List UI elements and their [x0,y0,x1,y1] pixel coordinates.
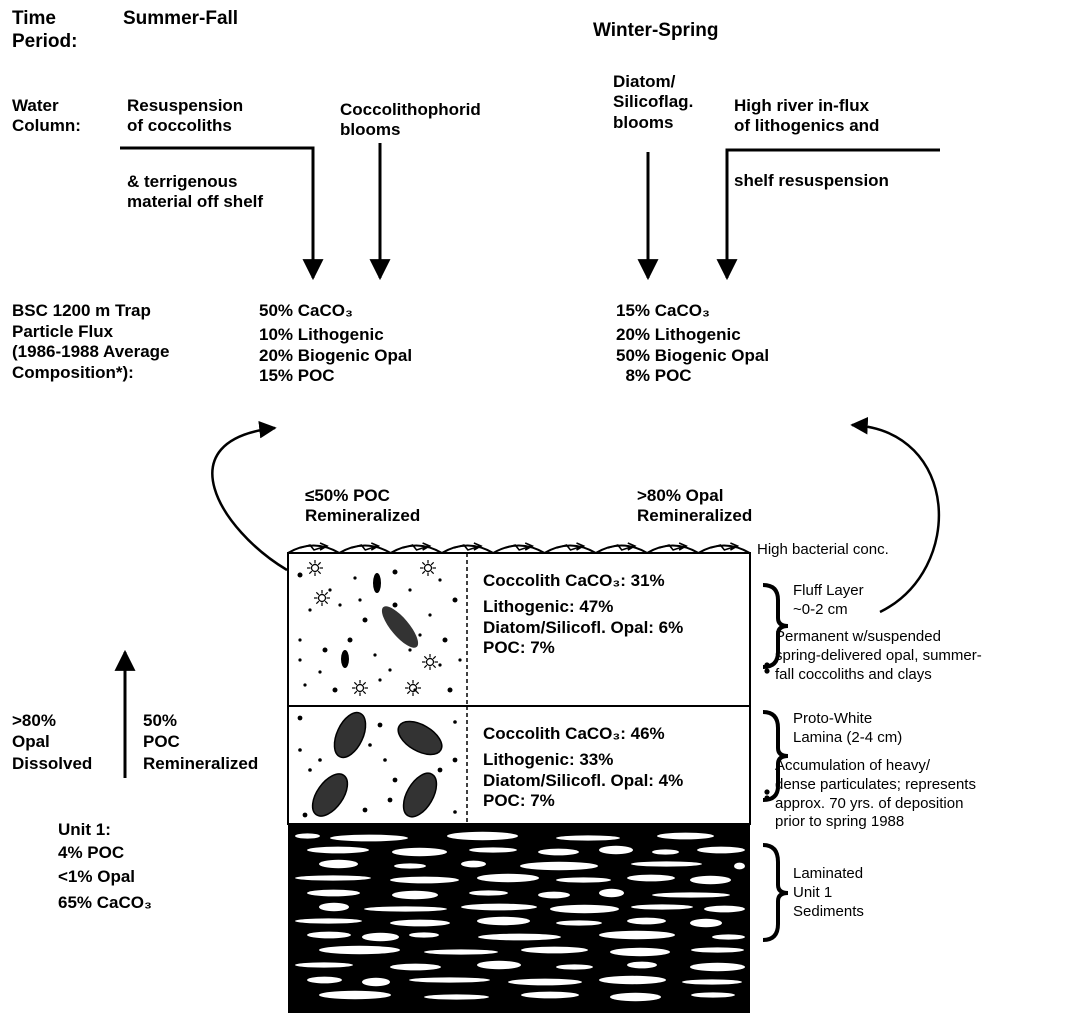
unit1-summary: Unit 1: 4% POC <1% Opal 65% CaCO₃ [58,820,152,914]
unit1-poc: 4% POC [58,843,125,863]
arrow-fluff-to-winter-trap [850,417,941,614]
proto-poc: POC: 7% [483,791,555,811]
proto-composition: Coccolith CaCO₃: 46% Lithogenic: 33% Dia… [483,724,683,812]
poc-remineralized-bottom-label: 50% POC Remineralized [143,711,259,773]
diatom-text: Diatom/ Silicoflag. blooms [613,72,694,132]
summer-caco3: 50% CaCO₃ [259,301,353,320]
water-column-label: Water Column: [12,96,81,136]
unit1-label: Unit 1: [58,820,111,839]
bullet-dot [764,795,770,801]
fluff-title: Fluff Layer ~0-2 cm [793,582,864,618]
winter-caco3: 15% CaCO₃ [616,301,710,320]
trap-label: BSC 1200 m Trap Particle Flux (1986-1988… [12,301,170,383]
winter-trap-composition: 15% CaCO₃ 20% Lithogenic 50% Biogenic Op… [616,301,769,387]
arrow-river-to-trap [716,148,940,281]
summer-opal: 20% Biogenic Opal [259,345,413,365]
fluff-lithogenic: Lithogenic: 47% [483,597,614,617]
summer-trap-composition: 50% CaCO₃ 10% Lithogenic 20% Biogenic Op… [259,301,412,387]
laminations [295,831,745,1002]
fluff-particles [297,560,462,696]
bacterial-label: High bacterial conc. [757,541,889,558]
summer-poc: 15% POC [259,366,335,386]
laminated-label: Laminated Unit 1 Sediments [793,865,864,920]
proto-title: Proto-White Lamina (2-4 cm) [793,710,903,746]
poc-remineralized-label: ≤50% POC Remineralized [305,486,421,526]
fluff-composition: Coccolith CaCO₃: 31% Lithogenic: 47% Dia… [483,571,683,659]
resuspension-text: Resuspension of coccoliths [127,96,244,136]
summer-lithogenic: 10% Lithogenic [259,325,384,345]
bullet-dot [764,668,770,674]
winter-opal: 50% Biogenic Opal [616,345,770,365]
terrigenous-text: & terrigenous material off shelf [127,172,264,212]
winter-lithogenic: 20% Lithogenic [616,325,741,345]
bullet-dot [764,662,770,668]
brace-fluff [762,583,789,669]
river-text: High river in-flux of lithogenics and [734,96,880,136]
bacteria-surface [287,542,751,555]
fluff-poc: POC: 7% [483,638,555,658]
summer-fall-heading: Summer-Fall [123,8,239,29]
opal-dissolved-label: >80% Opal Dissolved [12,711,93,773]
proto-dots [297,715,458,818]
brace-proto [762,710,789,802]
fluff-opal: Diatom/Silicofl. Opal: 6% [483,617,684,637]
proto-note: Accumulation of heavy/ dense particulate… [775,757,976,831]
coccolithophorid-text: Coccolithophorid blooms [340,100,481,140]
brace-laminated [762,843,789,942]
bullet-dot [764,789,770,795]
proto-lithogenic: Lithogenic: 33% [483,750,614,770]
shelf-resuspension-text: shelf resuspension [734,171,889,190]
arrow-resuspension-to-trap [120,146,324,281]
proto-opal: Diatom/Silicofl. Opal: 4% [483,770,684,790]
unit1-opal: <1% Opal [58,866,136,886]
arrow-fluff-to-summer-trap [211,421,288,572]
winter-spring-heading: Winter-Spring [593,20,719,41]
time-period-label: Time Period: [12,8,78,52]
proto-diatoms [311,711,443,818]
fluff-note: Permanent w/suspended spring-delivered o… [775,628,982,683]
opal-remineralized-label: >80% Opal Remineralized [637,486,753,526]
winter-poc: 8% POC [616,366,692,386]
unit1-caco3: 65% CaCO₃ [58,893,152,913]
proto-coccolith: Coccolith CaCO₃: 46% [483,724,665,743]
fluff-layer-box [287,552,751,707]
fluff-coccolith: Coccolith CaCO₃: 31% [483,571,665,590]
